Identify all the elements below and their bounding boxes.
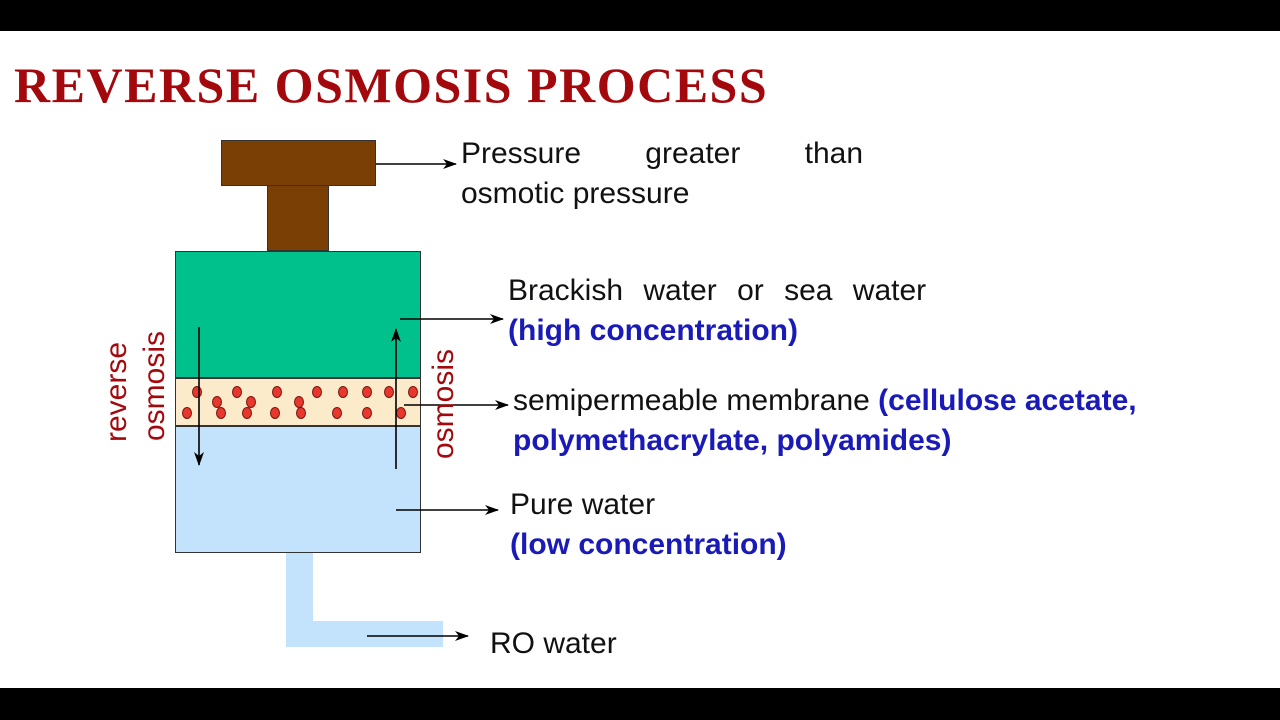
solute-particle	[216, 407, 226, 419]
membrane-label: semipermeable membrane (cellulose acetat…	[513, 381, 1137, 460]
piston-rod	[267, 186, 329, 251]
solute-particle	[270, 407, 280, 419]
solute-particle	[182, 407, 192, 419]
solute-particle	[272, 386, 282, 398]
pressure-label-word: than	[804, 137, 863, 170]
high-concentration-label: (high concentration)	[508, 313, 798, 347]
pure-water-label-line1: Pure water	[510, 488, 656, 521]
solute-particle	[312, 386, 322, 398]
low-concentration-label: (low concentration)	[510, 527, 787, 561]
diagram-title: REVERSE OSMOSIS PROCESS	[14, 57, 769, 113]
solute-particle	[246, 396, 256, 408]
solute-particle	[338, 386, 348, 398]
ro-water-label: RO water	[490, 627, 617, 660]
osmosis-label: osmosis	[427, 348, 460, 460]
solute-particle	[192, 386, 202, 398]
semipermeable-membrane	[175, 378, 421, 426]
pressure-label-word: Pressure	[461, 137, 582, 170]
brackish-water-chamber	[175, 251, 421, 378]
outlet-pipe-horizontal	[286, 621, 443, 647]
solute-particle	[332, 407, 342, 419]
reverse-osmosis-label: osmosis	[138, 330, 171, 442]
top-letterbox-bar	[0, 0, 1280, 31]
solute-particle	[296, 407, 306, 419]
brackish-label-line1: Brackish water or sea water	[508, 274, 927, 307]
pressure-label: Pressure greater than osmotic pressure	[461, 134, 863, 213]
pressure-label-line2: osmotic pressure	[461, 176, 690, 210]
membrane-materials-label-line2: polymethacrylate, polyamides)	[513, 423, 952, 457]
solute-particle	[384, 386, 394, 398]
pure-water-chamber	[175, 426, 421, 553]
brackish-water-label: Brackish water or sea water (high concen…	[508, 271, 926, 350]
piston-head	[221, 140, 376, 186]
membrane-materials-label: (cellulose acetate,	[878, 384, 1137, 417]
solute-particle	[362, 386, 372, 398]
solute-particle	[232, 386, 242, 398]
reverse-label: reverse	[100, 341, 133, 443]
solute-particle	[408, 386, 418, 398]
bottom-letterbox-bar	[0, 688, 1280, 720]
pressure-label-word: greater	[645, 137, 741, 170]
solute-particle	[362, 407, 372, 419]
membrane-label-text: semipermeable membrane	[513, 384, 879, 417]
pure-water-label: Pure water (low concentration)	[510, 485, 787, 564]
solute-particle	[242, 407, 252, 419]
